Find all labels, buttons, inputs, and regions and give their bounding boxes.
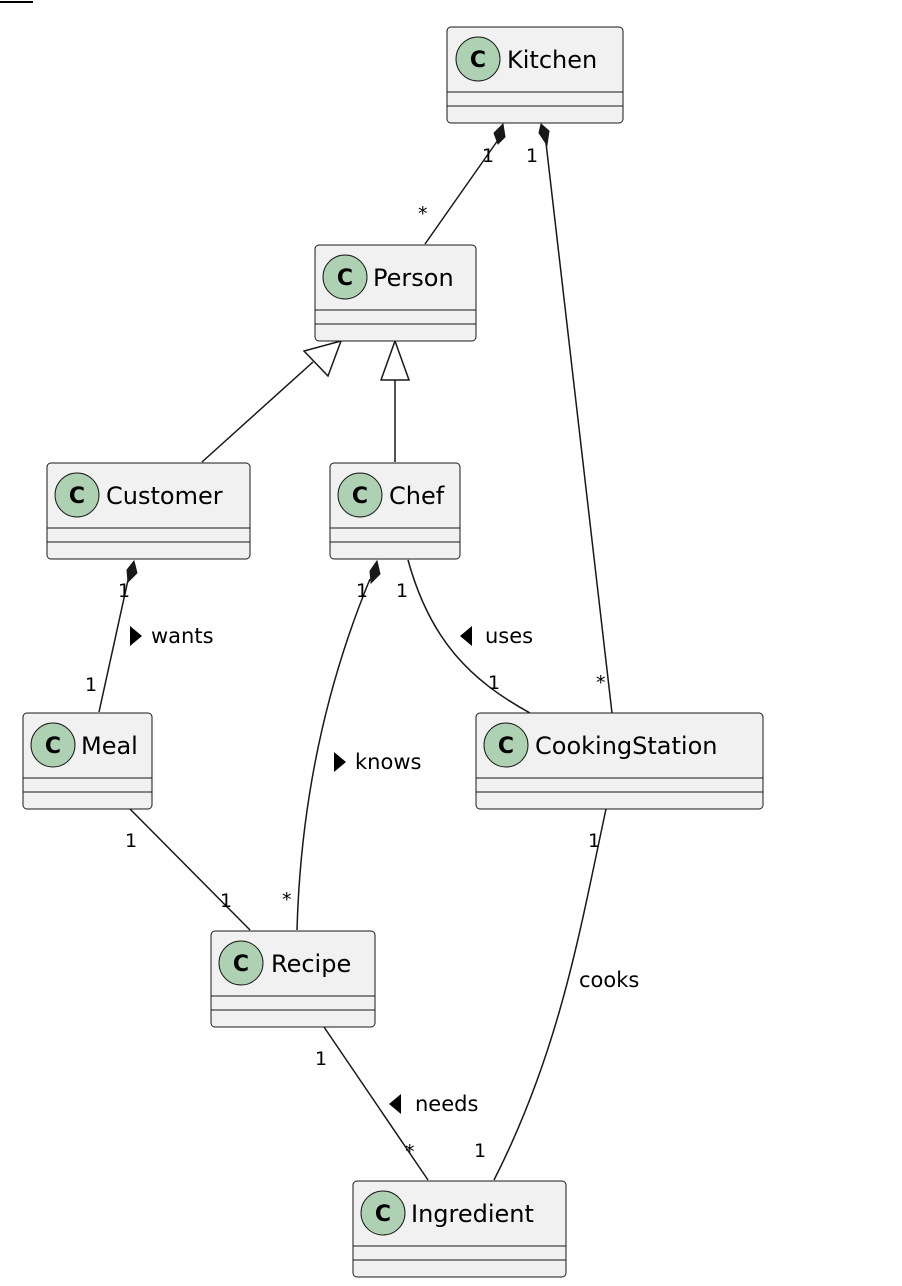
class-stereotype-icon xyxy=(30,722,76,768)
class-stereotype-letter: C xyxy=(470,48,486,73)
mult-kitchen-station-to: * xyxy=(596,672,606,694)
mult-chef-recipe-to: * xyxy=(282,889,292,911)
class-name: Ingredient xyxy=(411,1200,534,1228)
class-name: Customer xyxy=(106,482,223,510)
class-stereotype-letter: C xyxy=(45,734,61,759)
composition-diamond-kitchen-person xyxy=(493,122,506,145)
edge-station-ingredient xyxy=(493,808,607,1181)
class-meal[interactable]: C Meal xyxy=(22,712,153,810)
composition-diamond-kitchen-station xyxy=(538,123,550,147)
class-box xyxy=(475,712,764,810)
label-knows: knows xyxy=(355,750,421,774)
label-needs: needs xyxy=(415,1092,478,1116)
mult-meal-recipe-to: 1 xyxy=(220,890,232,912)
class-stereotype-letter: C xyxy=(233,952,249,977)
composition-diamond-customer-meal xyxy=(126,559,138,584)
label-uses: uses xyxy=(485,624,533,648)
label-cooks: cooks xyxy=(579,968,639,992)
class-chef[interactable]: C Chef xyxy=(329,462,461,560)
mult-station-ingredient-to: 1 xyxy=(474,1140,486,1162)
class-name: Person xyxy=(373,264,454,292)
edges: 1 * 1 * 1 1 wants 1 * knows 1 1 uses xyxy=(85,122,639,1181)
mult-chef-station-to: 1 xyxy=(488,672,500,694)
mult-kitchen-station-from: 1 xyxy=(526,145,538,167)
class-stereotype-letter: C xyxy=(69,484,85,509)
mult-kitchen-person-to: * xyxy=(418,203,428,225)
class-stereotype-icon xyxy=(483,722,529,768)
edge-kitchen-station xyxy=(545,142,613,714)
edge-meal-recipe xyxy=(129,808,251,931)
inheritance-triangle-chef xyxy=(379,338,411,381)
mult-chef-recipe-from: 1 xyxy=(356,580,368,602)
label-wants: wants xyxy=(151,624,214,648)
inheritance-triangle-customer xyxy=(302,339,343,378)
edge-customer-meal xyxy=(98,579,129,713)
class-box xyxy=(352,1180,567,1278)
class-stereotype-letter: C xyxy=(337,266,353,291)
class-stereotype-icon xyxy=(322,254,368,300)
class-stereotype-icon xyxy=(218,940,264,986)
class-name: Meal xyxy=(81,732,138,760)
edge-kitchen-person xyxy=(424,139,499,245)
class-kitchen[interactable]: C Kitchen xyxy=(446,26,624,124)
edge-chef-station xyxy=(407,559,531,714)
mult-chef-station-from: 1 xyxy=(396,580,408,602)
mult-station-ingredient-from: 1 xyxy=(588,830,600,852)
class-stereotype-icon xyxy=(54,472,100,518)
class-stereotype-letter: C xyxy=(352,484,368,509)
direction-arrow-uses xyxy=(460,626,472,646)
class-stereotype-icon xyxy=(455,36,501,82)
class-stereotype-letter: C xyxy=(375,1202,391,1227)
edge-recipe-ingredient xyxy=(323,1026,429,1181)
direction-arrow-wants xyxy=(130,626,142,646)
class-customer[interactable]: C Customer xyxy=(46,462,251,560)
class-cooking-station[interactable]: C CookingStation xyxy=(475,712,764,810)
class-person[interactable]: C Person xyxy=(314,244,477,342)
mult-customer-meal-to: 1 xyxy=(85,674,97,696)
class-name: Chef xyxy=(389,482,445,510)
mult-meal-recipe-from: 1 xyxy=(125,830,137,852)
edge-customer-person xyxy=(201,361,314,463)
mult-recipe-ingredient-to: * xyxy=(405,1141,415,1163)
class-stereotype-letter: C xyxy=(498,734,514,759)
class-name: Kitchen xyxy=(507,46,597,74)
direction-arrow-knows xyxy=(334,752,346,772)
class-stereotype-icon xyxy=(360,1190,406,1236)
edge-chef-recipe xyxy=(296,578,371,931)
mult-customer-meal-from: 1 xyxy=(118,580,130,602)
class-name: Recipe xyxy=(271,950,351,978)
class-stereotype-icon xyxy=(337,472,383,518)
composition-diamond-chef-recipe xyxy=(369,559,381,585)
mult-kitchen-person-from: 1 xyxy=(482,145,494,167)
mult-recipe-ingredient-from: 1 xyxy=(315,1048,327,1070)
class-name: CookingStation xyxy=(535,732,717,760)
class-ingredient[interactable]: C Ingredient xyxy=(352,1180,567,1278)
direction-arrow-needs xyxy=(389,1094,401,1114)
class-recipe[interactable]: C Recipe xyxy=(210,930,376,1028)
